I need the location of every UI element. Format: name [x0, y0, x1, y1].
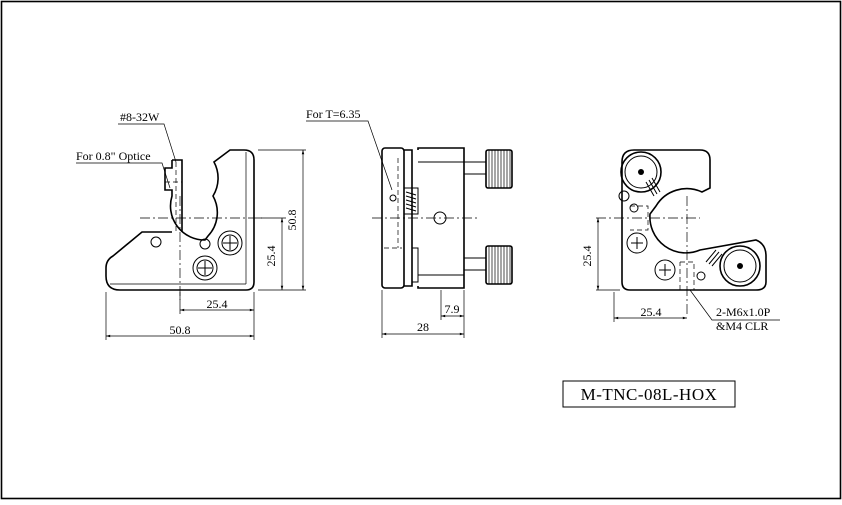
leader-line: [689, 289, 780, 321]
leader-line: [76, 162, 171, 189]
optic-callout: For 0.8" Optice: [76, 149, 151, 163]
back-view-centerline: [596, 196, 700, 316]
back-dimension-center-height-label: 25.4: [580, 246, 594, 267]
front-view-flange: [110, 152, 247, 285]
knurled-knob-icon: [463, 245, 513, 285]
front-view-centerline: [140, 196, 262, 300]
adjuster-knob-icon: [620, 151, 662, 193]
back-dimension-center-width-label: 25.4: [641, 305, 662, 319]
side-view-spring-housing: [403, 187, 419, 215]
leader-line: [306, 120, 393, 191]
knurled-knob-icon: [463, 149, 513, 189]
leader-line: [118, 123, 177, 163]
back-view-body: [621, 149, 767, 291]
adjuster-knob-icon: [719, 245, 761, 287]
phillips-screw-icon: [192, 255, 218, 281]
dimension-center-height-label: 25.4: [264, 246, 278, 267]
phillips-screw-icon: [654, 259, 676, 281]
dimension-height-label: 50.8: [285, 210, 299, 231]
phillips-screw-icon: [217, 230, 243, 256]
side-view-body-edges: [418, 161, 464, 276]
side-view-bolt: [411, 247, 419, 283]
phillips-screw-icon: [626, 232, 648, 254]
front-view-hole: [199, 238, 211, 250]
dimension-depth-label: 28: [417, 320, 429, 334]
spring-icon: [405, 191, 417, 212]
spring-icon: [705, 249, 723, 267]
thread-callout: #8-32W: [120, 110, 160, 124]
front-view: 50.8 25.4 25.4 50.8 #8-32W For 0.8" Opti…: [76, 110, 306, 340]
dimension-width-label: 50.8: [170, 323, 191, 337]
back-view-hole: [629, 203, 639, 213]
model-number-box: M-TNC-08L-HOX: [562, 380, 736, 408]
front-view-extension-lines: [105, 149, 306, 340]
side-view: 28 7.9 For T=6.35: [306, 107, 513, 338]
thickness-callout: For T=6.35: [306, 107, 361, 121]
spring-icon: [645, 177, 661, 197]
back-view-hole: [618, 190, 630, 202]
back-view-hidden: [630, 205, 695, 290]
dimension-offset-label: 7.9: [445, 302, 460, 316]
side-view-set-screw: [389, 194, 397, 202]
front-view-body: [105, 149, 255, 291]
side-view-hidden: [384, 158, 402, 249]
hole-callout-line2: &M4 CLR: [716, 319, 768, 333]
front-view-hole: [150, 236, 162, 248]
back-view: 25.4 25.4 2-M6x1.0P &M4 CLR: [580, 149, 780, 333]
back-view-extension-lines: [596, 289, 620, 322]
model-number: M-TNC-08L-HOX: [581, 385, 718, 404]
hole-callout-line1: 2-M6x1.0P: [716, 305, 771, 319]
dimension-center-width-label: 25.4: [207, 297, 228, 311]
back-view-hole: [696, 271, 706, 281]
